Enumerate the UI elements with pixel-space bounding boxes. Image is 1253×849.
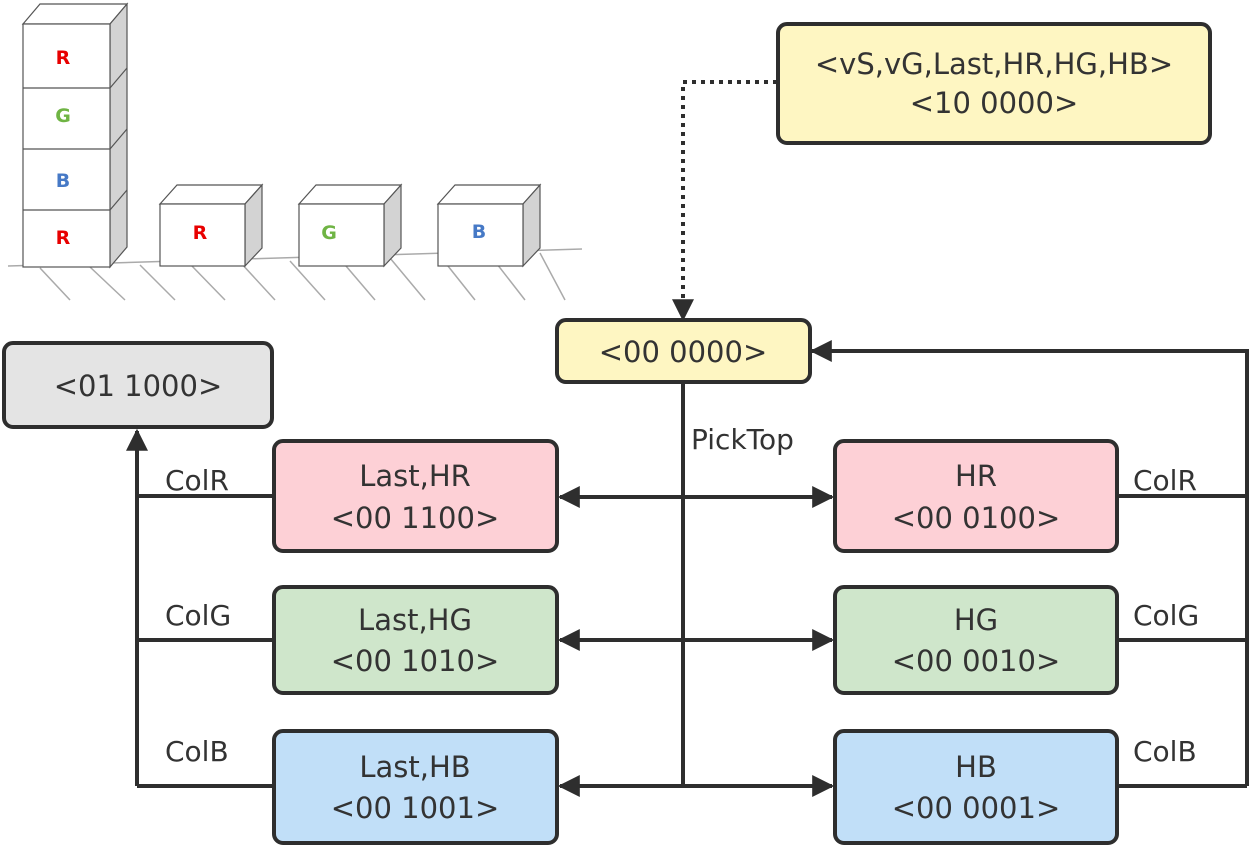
connectors	[126, 80, 1249, 797]
stack-block-label: B	[56, 170, 70, 192]
state-last-hg: Last,HG <00 1010>	[272, 585, 559, 695]
state-hr-vars: HR	[955, 459, 997, 493]
state-last-hr: Last,HR <00 1100>	[272, 439, 559, 553]
stack-block-label: R	[56, 47, 71, 69]
state-last-hb-vars: Last,HB	[359, 750, 470, 784]
single-block-label: G	[321, 222, 337, 244]
arrow-back-to-init	[809, 340, 1249, 786]
edge-label-left-colr: ColR	[165, 464, 229, 497]
single-block-label: B	[472, 221, 486, 243]
state-last-hg-vars: Last,HG	[358, 603, 472, 637]
edge-label-left-colg: ColG	[165, 599, 231, 632]
stack-block-label: G	[55, 105, 71, 127]
state-last-hb-code: <00 1001>	[331, 791, 500, 825]
block-single: B	[436, 183, 542, 268]
state-last-hg-code: <00 1010>	[331, 644, 500, 678]
block-single: G	[297, 183, 403, 268]
state-hb-vars: HB	[955, 750, 997, 784]
state-goal-vars: <vS,vG,Last,HR,HG,HB>	[815, 47, 1173, 81]
state-last-hb: Last,HB <00 1001>	[272, 729, 559, 845]
state-hg-code: <00 0010>	[892, 644, 1061, 678]
state-init: <00 0000>	[555, 318, 812, 384]
edge-label-right-colr: ColR	[1133, 464, 1197, 497]
state-init-code: <00 0000>	[599, 335, 768, 369]
state-hb-code: <00 0001>	[892, 791, 1061, 825]
single-block-label: R	[193, 222, 208, 244]
state-done: <01 1000>	[2, 341, 274, 429]
state-hg: HG <00 0010>	[833, 585, 1119, 695]
edge-label-right-colg: ColG	[1133, 599, 1199, 632]
state-done-code: <01 1000>	[54, 369, 223, 403]
state-last-hr-code: <00 1100>	[331, 501, 500, 535]
edge-label-picktop: PickTop	[691, 423, 794, 456]
block-stack: R G B R	[21, 2, 129, 269]
block-single: R	[158, 183, 264, 268]
edge-label-right-colb: ColB	[1133, 735, 1197, 768]
state-hr-code: <00 0100>	[892, 501, 1061, 535]
state-hb: HB <00 0001>	[833, 729, 1119, 845]
state-hr: HR <00 0100>	[833, 439, 1119, 553]
state-goal: <vS,vG,Last,HR,HG,HB> <10 0000>	[776, 22, 1212, 145]
stack-block-label: R	[56, 227, 71, 249]
blocks-illustration: R G B R R G B	[7, 2, 583, 301]
edge-labels: PickTop ColR ColG ColB ColR ColG ColB	[165, 423, 1199, 768]
state-goal-code: <10 0000>	[910, 86, 1079, 120]
goal-to-init-dotted-arrow	[672, 80, 777, 322]
edge-label-left-colb: ColB	[165, 735, 229, 768]
state-last-hr-vars: Last,HR	[359, 459, 471, 493]
state-hg-vars: HG	[954, 603, 998, 637]
